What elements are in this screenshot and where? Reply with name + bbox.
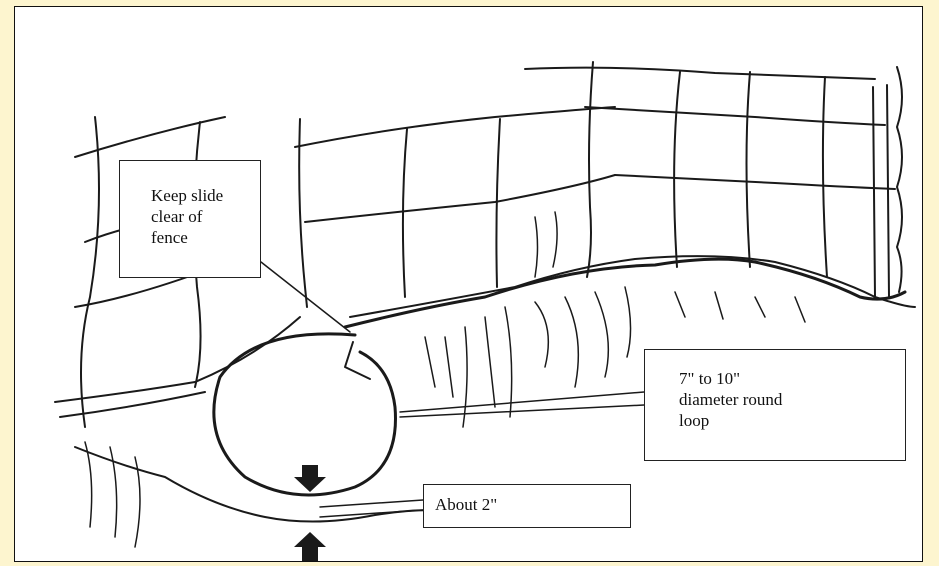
callout-gap: About 2"	[423, 484, 631, 528]
callout-loop-size: 7" to 10" diameter round loop	[644, 349, 906, 461]
callout-keep-slide: Keep slide clear of fence	[119, 160, 261, 278]
fence-post	[873, 67, 902, 297]
gap-arrows	[294, 465, 326, 562]
snare-illustration	[15, 7, 923, 562]
diagram-frame: Keep slide clear of fence 7" to 10" diam…	[14, 6, 923, 562]
snare-wire	[345, 259, 905, 327]
